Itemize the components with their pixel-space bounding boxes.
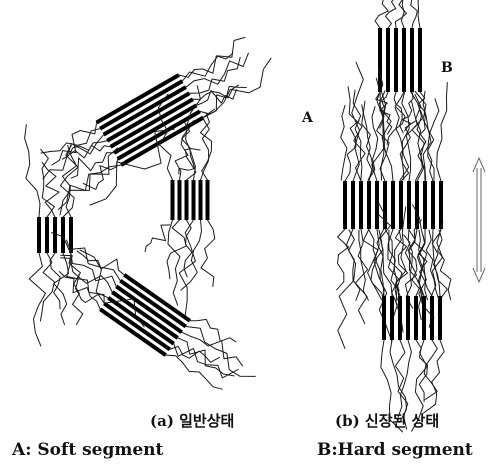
stretched-state-caption: (b) 신장된 상태 xyxy=(335,410,439,431)
soft-segment-chain xyxy=(437,83,448,181)
soft-segment-chain xyxy=(375,0,391,28)
soft-segment-chain xyxy=(386,0,399,28)
stretched-state-diagram xyxy=(337,0,451,432)
soft-segment-chain xyxy=(181,220,202,290)
hard-segment-marker: B xyxy=(441,60,453,76)
soft-segment-chain xyxy=(186,53,249,87)
soft-segment-chain xyxy=(201,220,215,286)
soft-segment-chain xyxy=(337,229,349,290)
stretch-direction-arrow-icon xyxy=(473,158,485,282)
soft-segment-chain xyxy=(60,145,78,217)
soft-segment-chain xyxy=(341,105,347,180)
soft-segment-chain xyxy=(407,0,417,28)
soft-segment-chain xyxy=(41,129,100,153)
arrow-head-up-icon xyxy=(473,158,485,172)
soft-segment-chain xyxy=(182,123,196,180)
soft-segment-chain xyxy=(29,253,45,346)
soft-segment-chain xyxy=(186,327,256,377)
soft-segment-chain xyxy=(349,230,360,300)
soft-segment-chain xyxy=(355,229,367,324)
soft-segment-chain xyxy=(41,149,55,217)
normal-state-caption: (a) 일반상태 xyxy=(150,410,234,431)
soft-segment-chain xyxy=(25,125,40,217)
arrow-head-down-icon xyxy=(473,268,485,282)
soft-segment-legend: A: Soft segment xyxy=(12,440,163,460)
hard-segment-legend: B:Hard segment xyxy=(317,440,473,460)
soft-segment-chain xyxy=(40,253,54,321)
soft-segment-chain xyxy=(338,229,356,348)
soft-segment-chain xyxy=(52,123,97,166)
soft-segment-marker: A xyxy=(302,110,313,126)
soft-segment-chain xyxy=(174,344,238,378)
soft-segment-chain xyxy=(61,255,108,297)
soft-segment-chain xyxy=(396,0,404,28)
soft-segment-chain xyxy=(145,225,170,252)
normal-state-diagram xyxy=(25,37,271,389)
soft-segment-chain xyxy=(416,340,428,402)
soft-segment-chain xyxy=(182,37,245,81)
soft-segment-chain xyxy=(418,0,421,28)
soft-segment-chain xyxy=(61,258,113,292)
soft-segment-chain xyxy=(179,149,200,175)
soft-segment-chain xyxy=(62,146,76,218)
